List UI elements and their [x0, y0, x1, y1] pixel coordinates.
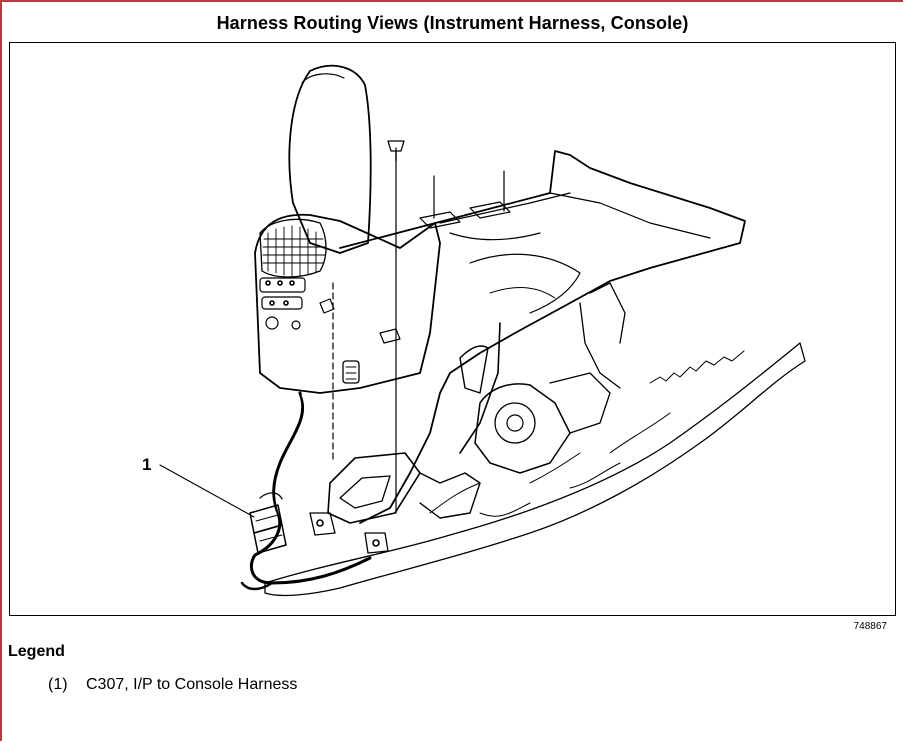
- wiring-harness: [250, 391, 372, 585]
- page-title: Harness Routing Views (Instrument Harnes…: [216, 13, 689, 33]
- harness-routing-diagram: 1: [142, 64, 806, 597]
- legend-heading: Legend: [8, 643, 65, 660]
- legend-item: (1) C307, I/P to Console Harness: [48, 676, 297, 694]
- shifter-mechanism: [474, 383, 571, 474]
- legend-item-text: C307, I/P to Console Harness: [86, 676, 298, 693]
- armrest: [288, 64, 372, 254]
- console-body: [339, 150, 746, 524]
- figure-id: 748867: [853, 621, 887, 632]
- vent-grille: [262, 225, 326, 277]
- floor-carpet: [264, 342, 806, 597]
- legend-item-number: (1): [48, 676, 68, 693]
- mounting-bracket: [327, 452, 421, 524]
- diagram-frame: 1: [9, 42, 896, 616]
- shift-lever: [459, 322, 501, 454]
- callout-leader: [159, 464, 255, 518]
- screw: [387, 140, 405, 152]
- callout-label: 1: [142, 455, 151, 474]
- console-front: [254, 213, 441, 394]
- connector-c307: [249, 492, 287, 554]
